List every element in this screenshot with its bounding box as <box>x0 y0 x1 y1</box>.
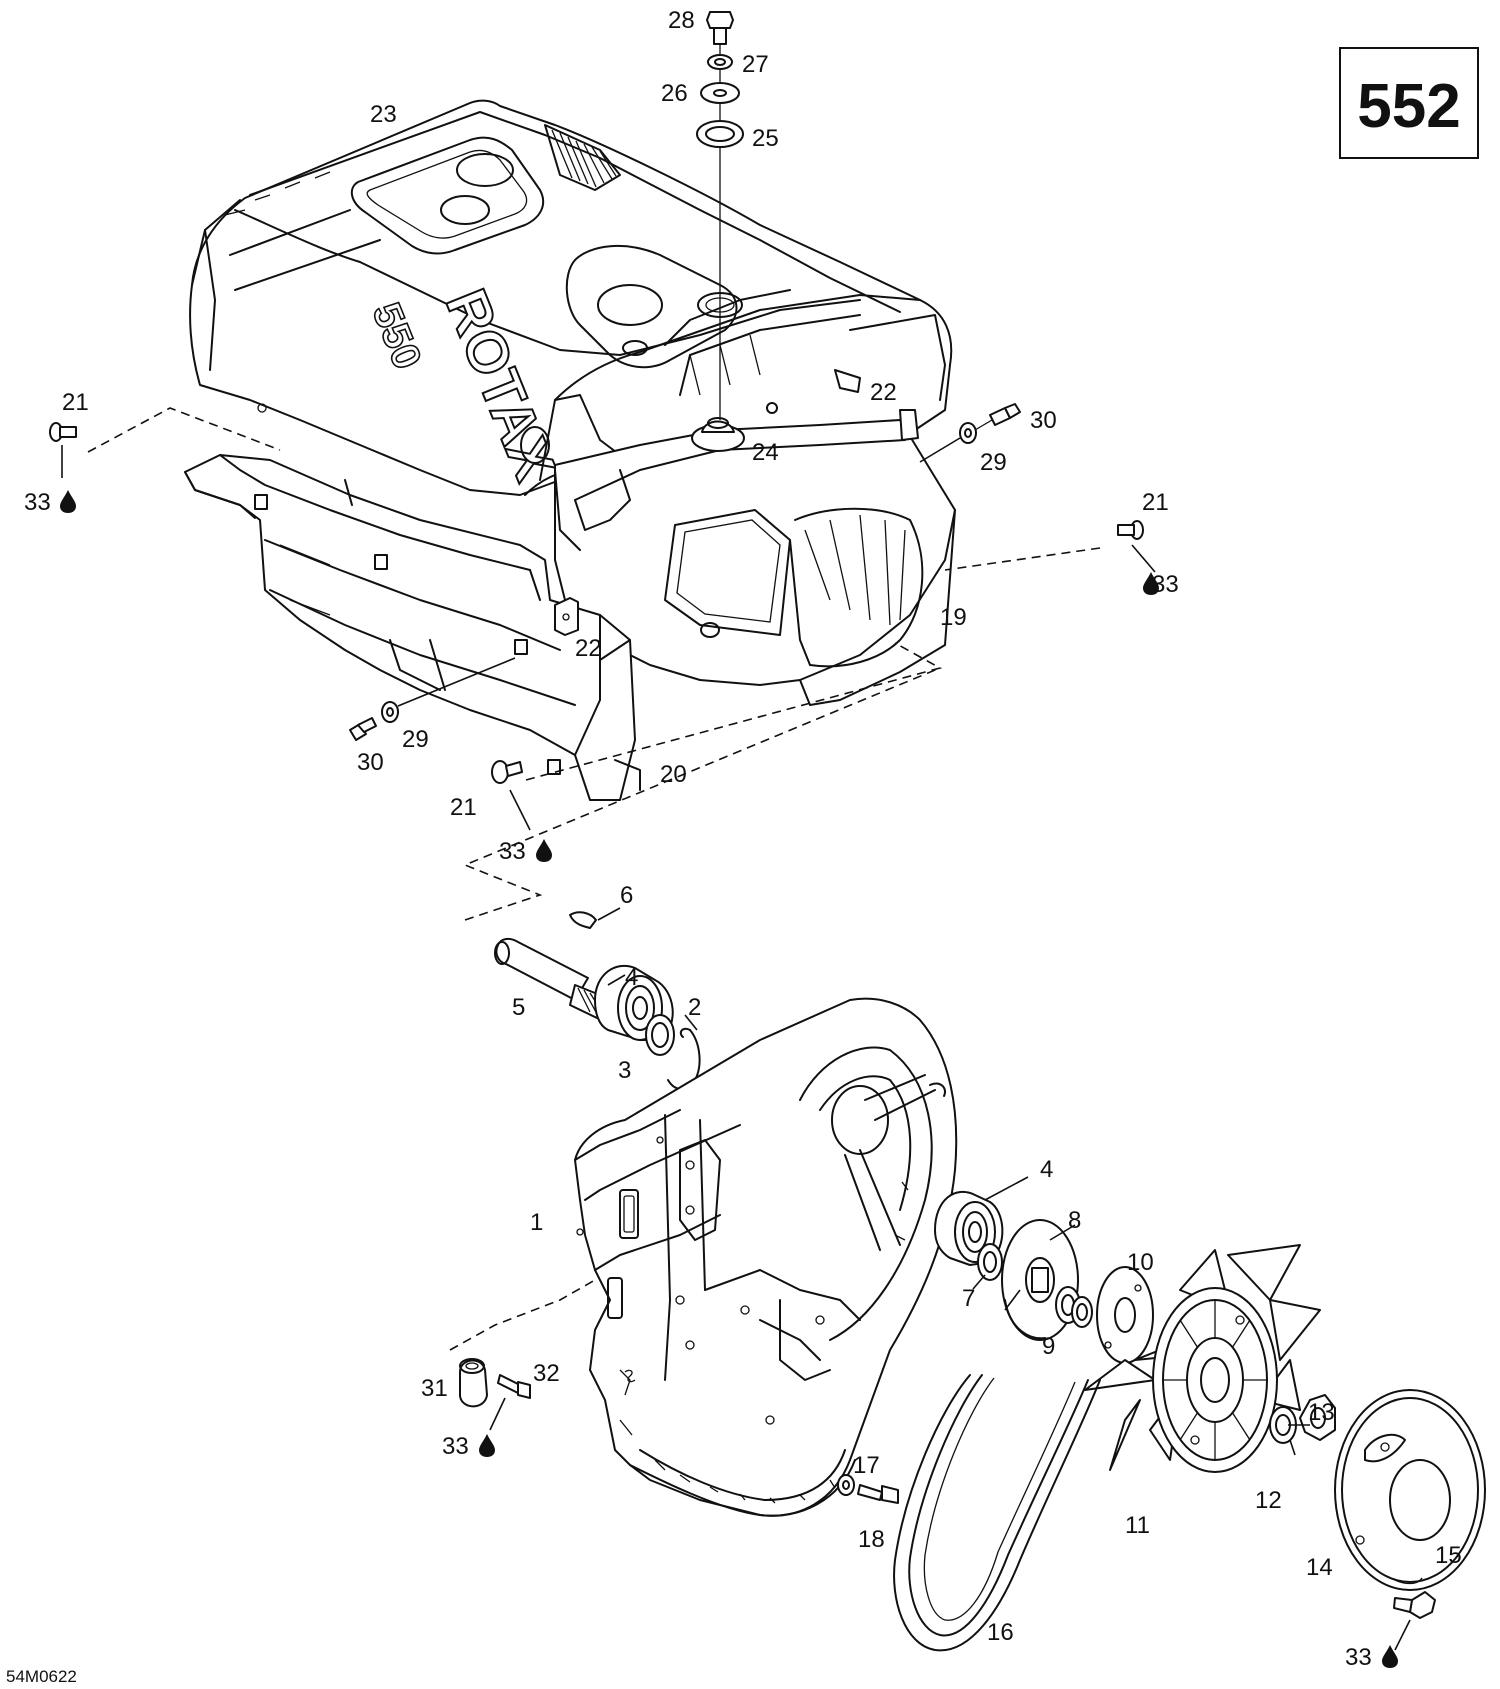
callout-28: 28 <box>668 7 695 34</box>
rivet-21-middle <box>491 760 523 784</box>
callout-33-lower-right: 33 <box>1345 1644 1372 1671</box>
screw-30-washer-29-upper <box>919 403 1021 463</box>
drive-leaders <box>972 1176 1310 1456</box>
callout-18: 18 <box>858 1526 885 1553</box>
clip-22-upper <box>834 369 919 441</box>
callout-33-upper-left: 33 <box>24 489 51 516</box>
callout-21-right: 21 <box>1142 489 1169 516</box>
drop-icon <box>60 490 76 513</box>
callout-17: 17 <box>853 1452 880 1479</box>
callout-8: 8 <box>1068 1207 1081 1234</box>
screw-18-washer-17 <box>837 1474 899 1504</box>
callout-6: 6 <box>620 882 633 909</box>
drive-belt-16 <box>893 1374 1101 1652</box>
callout-33-middle: 33 <box>499 838 526 865</box>
drop-icon <box>1143 572 1159 595</box>
pulley-drive-group <box>934 1190 1486 1651</box>
drop-icon <box>479 1434 495 1457</box>
callout-7: 7 <box>962 1285 975 1312</box>
grommet-24 <box>691 417 745 452</box>
callout-16: 16 <box>987 1619 1014 1646</box>
pulley-housing-1 <box>574 997 958 1517</box>
rivet-21-left <box>49 422 77 442</box>
callout-20: 20 <box>660 761 687 788</box>
callout-9: 9 <box>1042 1333 1055 1360</box>
shaft-group <box>494 907 701 1090</box>
callout-11: 11 <box>1125 1512 1150 1539</box>
drop-icon <box>536 839 552 862</box>
callout-15: 15 <box>1435 1542 1462 1569</box>
screw-30-washer-29-lower <box>349 657 516 741</box>
drawing-code: 54M0622 <box>6 1667 77 1686</box>
callout-32: 32 <box>533 1360 560 1387</box>
callout-27: 27 <box>742 51 769 78</box>
callout-25: 25 <box>752 125 779 152</box>
rivet-21-right <box>1117 520 1144 540</box>
adhesive-drop-icons <box>60 490 1398 1668</box>
clip-22-lower <box>554 597 579 636</box>
callout-30-lower: 30 <box>357 749 384 776</box>
callout-2: 2 <box>688 994 701 1021</box>
page-number: 552 <box>1357 72 1460 141</box>
callout-12: 12 <box>1255 1487 1282 1514</box>
callout-21-upper-left: 21 <box>62 389 89 416</box>
callout-13: 13 <box>1308 1399 1335 1426</box>
fan-housing-23: ROTAX 550 <box>189 99 953 496</box>
screw-stack-25-28 <box>696 11 744 420</box>
fan-blades-11 <box>1084 1244 1321 1473</box>
callout-1: 1 <box>530 1209 543 1236</box>
callout-30-upper: 30 <box>1030 407 1057 434</box>
callout-4-upper: 4 <box>625 964 638 991</box>
callout-22-lower: 22 <box>575 635 602 662</box>
callout-4-lower: 4 <box>1040 1156 1053 1183</box>
callout-26: 26 <box>661 80 688 107</box>
callout-31: 31 <box>421 1375 448 1402</box>
callout-19: 19 <box>940 604 967 631</box>
deflector-bracket-20 <box>184 454 641 801</box>
clamp-31-screw-32 <box>449 1279 596 1431</box>
callout-14: 14 <box>1306 1554 1333 1581</box>
callout-33-lower-left: 33 <box>442 1433 469 1460</box>
callout-5: 5 <box>512 994 525 1021</box>
callout-3: 3 <box>618 1057 631 1084</box>
page-number-box: 552 <box>1339 47 1479 159</box>
callout-10: 10 <box>1127 1249 1154 1276</box>
callout-23: 23 <box>370 101 397 128</box>
callout-24: 24 <box>752 439 779 466</box>
drop-icon <box>1382 1645 1398 1668</box>
callout-29-upper: 29 <box>980 449 1007 476</box>
callout-21-middle: 21 <box>450 794 477 821</box>
callout-29-lower: 29 <box>402 726 429 753</box>
upper-dashed-leaders <box>61 407 1156 921</box>
callout-labels: 28 27 26 25 23 21 33 22 30 24 29 21 33 1… <box>24 7 1462 1671</box>
callout-22-upper: 22 <box>870 379 897 406</box>
